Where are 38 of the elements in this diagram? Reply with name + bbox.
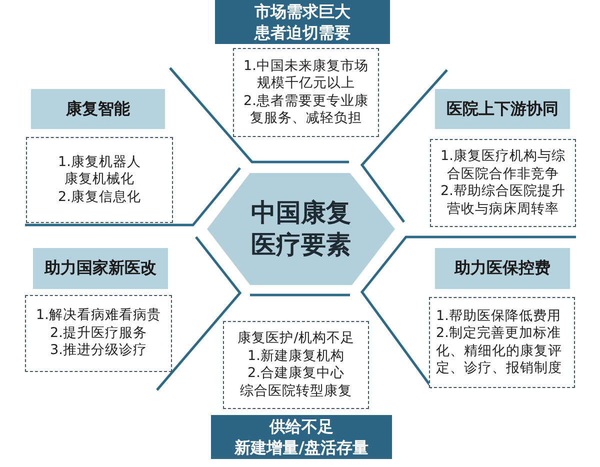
list-item: 综合医院转型康复 <box>240 382 352 400</box>
dashed-box <box>223 321 369 409</box>
list-item: 1.康复医疗机构与综合医院合作非竞争 <box>440 148 566 183</box>
list-item: 3.推进分级诊疗 <box>50 342 147 360</box>
dashed-box <box>25 295 172 372</box>
header-text: 康复智能 <box>66 98 130 120</box>
dashed-box <box>26 137 173 223</box>
header-banner <box>435 248 570 289</box>
center-hexagon <box>207 173 395 285</box>
list-item: 2.康复信息化 <box>58 188 141 206</box>
hexagon-title: 中国康复医疗要素 <box>250 197 352 261</box>
header-banner <box>211 415 392 459</box>
list-item: 1.康复机器人 <box>58 154 141 172</box>
header-text: 医院上下游协同 <box>446 98 558 120</box>
list-item: 2.患者需要更专业康复服务、减轻负担 <box>242 92 370 128</box>
list-item: 2.帮助综合医院提升营收与病床周转率 <box>440 183 566 218</box>
dashed-box <box>430 139 576 227</box>
header-banner <box>215 0 390 44</box>
header-banner <box>31 89 165 129</box>
list-item: 2.提升医疗服务 <box>50 324 147 342</box>
header-text: 新建增量/盘活存量 <box>234 437 368 458</box>
list-item: 康复机械化 <box>64 171 134 189</box>
header-text: 市场需求巨大 <box>254 1 350 22</box>
list-item: 1.解决看病难看病贵 <box>36 307 161 325</box>
header-text: 助力国家新医改 <box>44 258 156 279</box>
header-text: 供给不足 <box>270 416 334 437</box>
dashed-box <box>233 48 379 137</box>
header-text: 助力医保控费 <box>454 258 550 279</box>
list-item: 1.帮助医保降低费用 <box>436 308 562 325</box>
header-banner <box>33 248 168 289</box>
list-item: 1.中国未来康复市场规模千亿元以上 <box>242 58 370 92</box>
dashed-box <box>429 297 575 388</box>
header-text: 患者迫切需要 <box>254 22 350 43</box>
list-item: 2.合建康复中心 <box>248 365 344 382</box>
list-item: 康复医护/机构不足 <box>238 330 354 348</box>
header-banner <box>435 89 570 129</box>
list-item: 2.制定完善更加标准化、精细化的康复评定、诊疗、报销制度 <box>436 325 563 378</box>
list-item: 1.新建康复机构 <box>248 348 344 365</box>
